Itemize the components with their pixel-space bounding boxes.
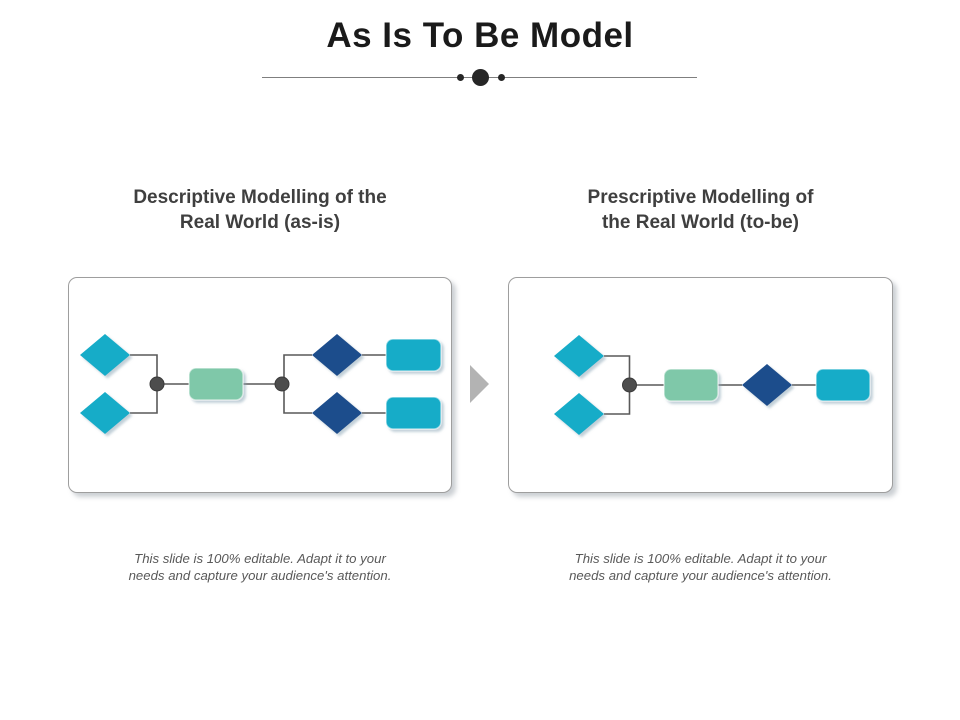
footer-note-as-is-line2: needs and capture your audience's attent…	[128, 567, 392, 583]
divider-dot-small-right-icon	[497, 74, 505, 81]
panel-to-be	[508, 277, 893, 493]
cyan-diamond-top	[80, 334, 130, 376]
cyan-output-rect	[815, 368, 871, 402]
heading-as-is-line2: Real World (as-is)	[179, 212, 341, 233]
to-be-flow-diagram	[554, 335, 871, 435]
navy-diamond	[742, 364, 792, 406]
cyan-output-rect-top	[385, 338, 442, 372]
page-title: As Is To Be Model	[326, 16, 634, 55]
arrow-right-icon	[470, 365, 489, 403]
as-is-flow-diagram	[80, 334, 442, 434]
junction-dot-right	[274, 376, 290, 392]
cyan-diamond-top	[554, 335, 604, 377]
divider-dot-small-left-icon	[456, 74, 464, 81]
heading-as-is: Descriptive Modelling of the Real World …	[68, 185, 452, 235]
footer-note-to-be: This slide is 100% editable. Adapt it to…	[508, 551, 893, 584]
junction-dot-left	[149, 376, 165, 392]
heading-to-be-line2: the Real World (to-be)	[601, 212, 800, 233]
divider-dot-big-icon	[471, 69, 489, 86]
cyan-diamond-bottom	[80, 392, 130, 434]
cyan-diamond-bottom	[554, 393, 604, 435]
heading-as-is-line1: Descriptive Modelling of the	[133, 187, 387, 208]
cyan-output-rect-bottom	[385, 396, 442, 430]
green-process-rect	[663, 368, 719, 402]
green-process-rect	[188, 367, 244, 401]
footer-note-to-be-line2: needs and capture your audience's attent…	[569, 567, 832, 583]
heading-to-be: Prescriptive Modelling of the Real World…	[508, 185, 893, 235]
navy-diamond-top	[312, 334, 362, 376]
panel-as-is	[68, 277, 452, 493]
title-divider	[262, 69, 697, 87]
footer-note-as-is: This slide is 100% editable. Adapt it to…	[68, 551, 452, 584]
footer-note-to-be-line1: This slide is 100% editable. Adapt it to…	[574, 551, 827, 566]
junction-dot	[622, 377, 637, 393]
footer-note-as-is-line1: This slide is 100% editable. Adapt it to…	[134, 551, 386, 566]
navy-diamond-bottom	[312, 392, 362, 434]
heading-to-be-line1: Prescriptive Modelling of	[587, 187, 814, 208]
